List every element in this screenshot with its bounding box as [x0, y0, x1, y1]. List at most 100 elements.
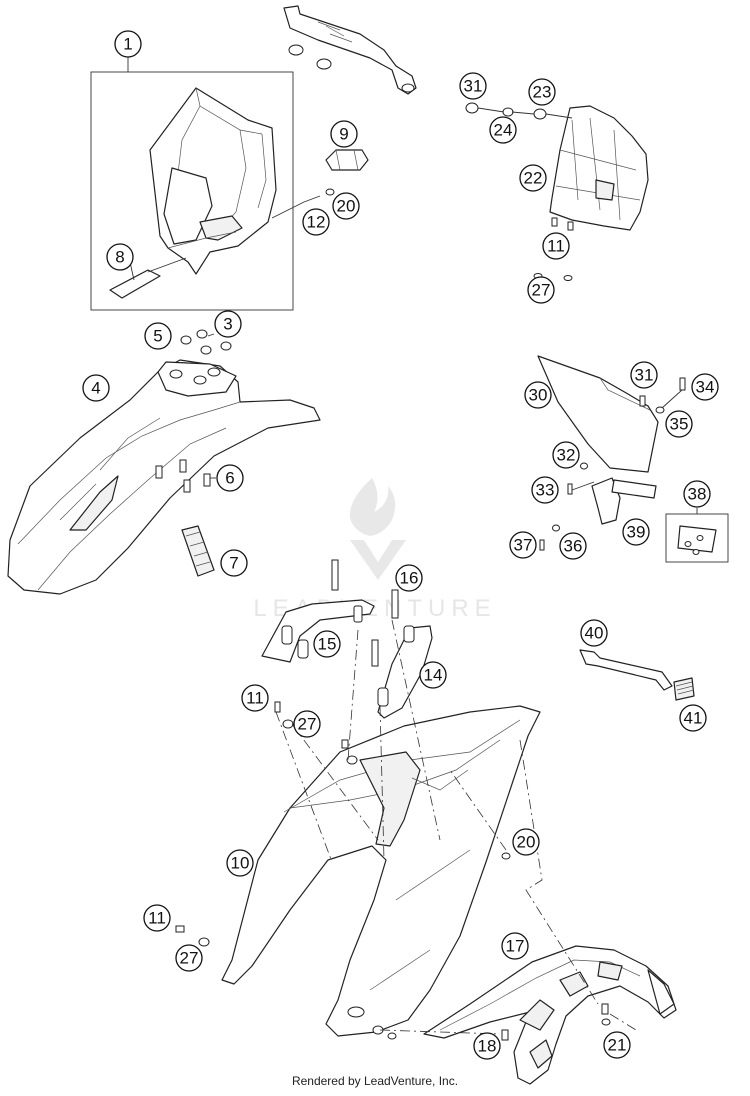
callout-41: 41 [679, 704, 707, 732]
bracket-40 [579, 649, 673, 691]
callout-4: 4 [82, 374, 110, 402]
assembly-lines [275, 619, 637, 1035]
fender-bushings-3 [180, 329, 232, 355]
number-plate [537, 355, 659, 473]
callout-27-holder: 27 [527, 276, 555, 304]
callout-11-holder: 11 [542, 232, 570, 260]
svg-text:20: 20 [337, 197, 356, 216]
callout-20-rear: 20 [512, 828, 540, 856]
svg-text:11: 11 [246, 689, 264, 708]
callout-38: 38 [683, 480, 711, 508]
callout-10: 10 [226, 849, 254, 877]
part-1-group-box [90, 71, 294, 311]
leadventure-watermark: LEADVENTURE [253, 478, 491, 622]
svg-text:7: 7 [229, 554, 238, 573]
callout-24: 24 [489, 116, 517, 144]
callout-31-plate: 31 [630, 361, 658, 389]
svg-text:4: 4 [91, 379, 100, 398]
callout-11-rear-upper: 11 [241, 684, 269, 712]
svg-text:1: 1 [123, 35, 132, 54]
svg-text:39: 39 [627, 523, 646, 542]
svg-text:18: 18 [478, 1037, 497, 1056]
headlight-bracket [283, 5, 417, 95]
svg-text:14: 14 [424, 666, 443, 685]
reflector-bracket-39 [591, 477, 657, 525]
callout-27-rear-upper: 27 [293, 710, 321, 738]
callout-16: 16 [395, 564, 423, 592]
svg-text:12: 12 [307, 213, 326, 232]
svg-text:21: 21 [608, 1036, 627, 1055]
callout-3: 3 [214, 310, 242, 338]
svg-text:6: 6 [225, 469, 234, 488]
svg-text:22: 22 [524, 169, 543, 188]
clamp-9 [325, 149, 369, 171]
callout-20-mask: 20 [332, 192, 360, 220]
svg-text:10: 10 [231, 854, 250, 873]
callout-1: 1 [114, 30, 142, 58]
callout-23: 23 [528, 78, 556, 106]
svg-text:35: 35 [670, 415, 689, 434]
callout-40: 40 [580, 619, 608, 647]
svg-text:15: 15 [318, 635, 337, 654]
sticker-7 [181, 525, 215, 577]
callout-9: 9 [330, 120, 358, 148]
callout-7: 7 [220, 549, 248, 577]
screw-12 [271, 188, 335, 219]
headlight-mask [149, 87, 277, 275]
callout-30: 30 [524, 381, 552, 409]
sticker-8 [109, 269, 161, 299]
svg-text:40: 40 [585, 624, 604, 643]
svg-text:32: 32 [557, 446, 576, 465]
svg-text:24: 24 [494, 121, 513, 140]
callout-6: 6 [216, 464, 244, 492]
callout-37: 37 [509, 531, 537, 559]
callout-22: 22 [519, 164, 547, 192]
callout-8: 8 [106, 243, 134, 271]
callout-39: 39 [622, 518, 650, 546]
svg-text:20: 20 [517, 833, 536, 852]
handle-bolts-16 [331, 559, 399, 667]
plate-hardware [539, 377, 686, 551]
reflector-41 [673, 677, 695, 701]
svg-text:23: 23 [533, 83, 552, 102]
reflector-box-38 [665, 508, 729, 563]
grab-handle-14 [377, 625, 433, 719]
svg-text:9: 9 [339, 125, 348, 144]
svg-text:36: 36 [564, 537, 583, 556]
svg-text:17: 17 [506, 937, 525, 956]
svg-text:3: 3 [223, 315, 232, 334]
fender-screws-6 [155, 459, 216, 493]
callout-32: 32 [552, 441, 580, 469]
svg-text:11: 11 [148, 909, 166, 928]
rear-mudguard [423, 945, 677, 1085]
svg-text:38: 38 [688, 485, 707, 504]
callout-5: 5 [144, 322, 172, 350]
callout-31-holder: 31 [459, 72, 487, 100]
svg-text:11: 11 [547, 237, 565, 256]
callout-35: 35 [665, 410, 693, 438]
front-fender [7, 359, 321, 595]
svg-text:27: 27 [298, 715, 317, 734]
number-plate-holder [549, 105, 649, 231]
callout-36: 36 [559, 532, 587, 560]
svg-text:33: 33 [536, 481, 555, 500]
grab-handle-15 [261, 599, 375, 663]
callout-18: 18 [473, 1032, 501, 1060]
callout-21: 21 [603, 1031, 631, 1059]
svg-text:8: 8 [115, 248, 124, 267]
svg-text:31: 31 [464, 77, 483, 96]
svg-text:16: 16 [400, 569, 419, 588]
callout-14: 14 [419, 661, 447, 689]
footer-credit: Rendered by LeadVenture, Inc. [291, 1074, 459, 1088]
callout-27-rear-lower: 27 [175, 944, 203, 972]
rear-fender-hardware [175, 701, 511, 1040]
svg-text:30: 30 [529, 386, 548, 405]
svg-text:41: 41 [684, 709, 703, 728]
svg-text:37: 37 [514, 536, 533, 555]
svg-text:27: 27 [532, 281, 551, 300]
callout-17: 17 [501, 932, 529, 960]
rear-fender [221, 705, 541, 1037]
callout-12: 12 [302, 208, 330, 236]
callout-33: 33 [531, 476, 559, 504]
